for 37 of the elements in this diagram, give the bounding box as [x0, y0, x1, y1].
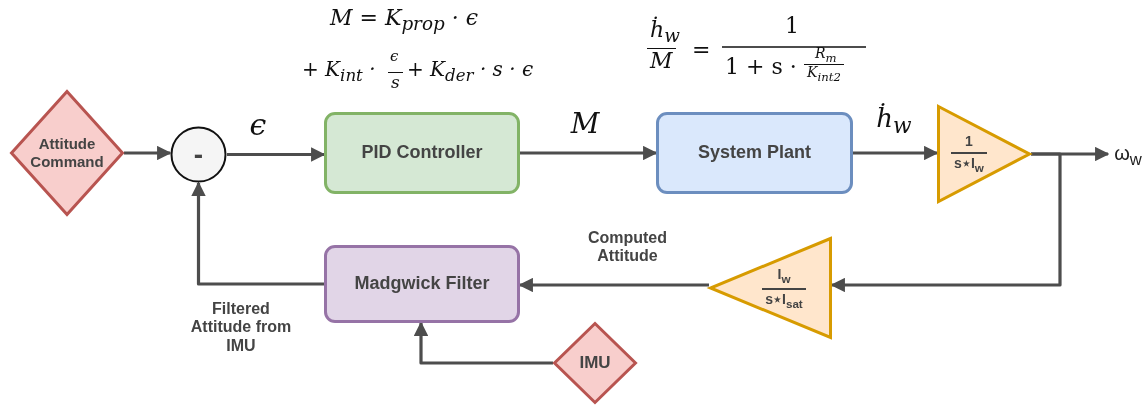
- arrow: [227, 147, 326, 162]
- equation-text: M: [647, 48, 676, 74]
- edge-label: ḣ$_{w}$: [875, 104, 913, 140]
- equation-text: ϵ: [390, 48, 399, 65]
- equation-text: s: [388, 72, 403, 92]
- output-label: ω$_{w}$: [1114, 140, 1142, 170]
- node-label: System Plant: [697, 142, 811, 164]
- arrow: [853, 145, 939, 161]
- denominator: s⋆I$_{w}$: [951, 152, 987, 175]
- arrow: [124, 145, 172, 161]
- equation-text: =: [692, 38, 711, 63]
- equation-text: R$_{m}$: [815, 46, 837, 65]
- node-label: -: [193, 137, 204, 172]
- process-box: [324, 112, 520, 194]
- process-box: [324, 245, 520, 323]
- arrow: [830, 152, 1062, 293]
- equation-text: 1 + s ·: [725, 55, 797, 80]
- equation-text: + K$_{int}$ ·: [302, 58, 376, 86]
- equation-text: + K$_{der}$ · s · ϵ: [407, 58, 534, 86]
- process-box: [656, 112, 853, 194]
- node-label: PID Controller: [361, 142, 483, 164]
- equation-text: 1: [785, 14, 799, 39]
- node-label: IMU: [579, 352, 611, 374]
- arrow: [191, 181, 324, 286]
- edge-label: ϵ: [248, 108, 268, 143]
- equation-text: K$_{int2}$: [804, 64, 844, 84]
- equation-text: M = K$_{prop}$ · ϵ: [330, 6, 478, 35]
- equation-text: ḣ$_{w}$: [650, 18, 680, 47]
- arrow: [413, 321, 553, 365]
- node-label: Madgwick Filter: [354, 273, 490, 295]
- arrow: [518, 277, 709, 293]
- edge-label: M: [569, 108, 601, 141]
- node-label: Attitude Command: [29, 135, 105, 171]
- denominator: s⋆I$_{sat}$: [762, 287, 806, 311]
- numerator: I$_{w}$: [776, 265, 792, 286]
- numerator: 1: [964, 133, 974, 150]
- arrow: [520, 145, 658, 161]
